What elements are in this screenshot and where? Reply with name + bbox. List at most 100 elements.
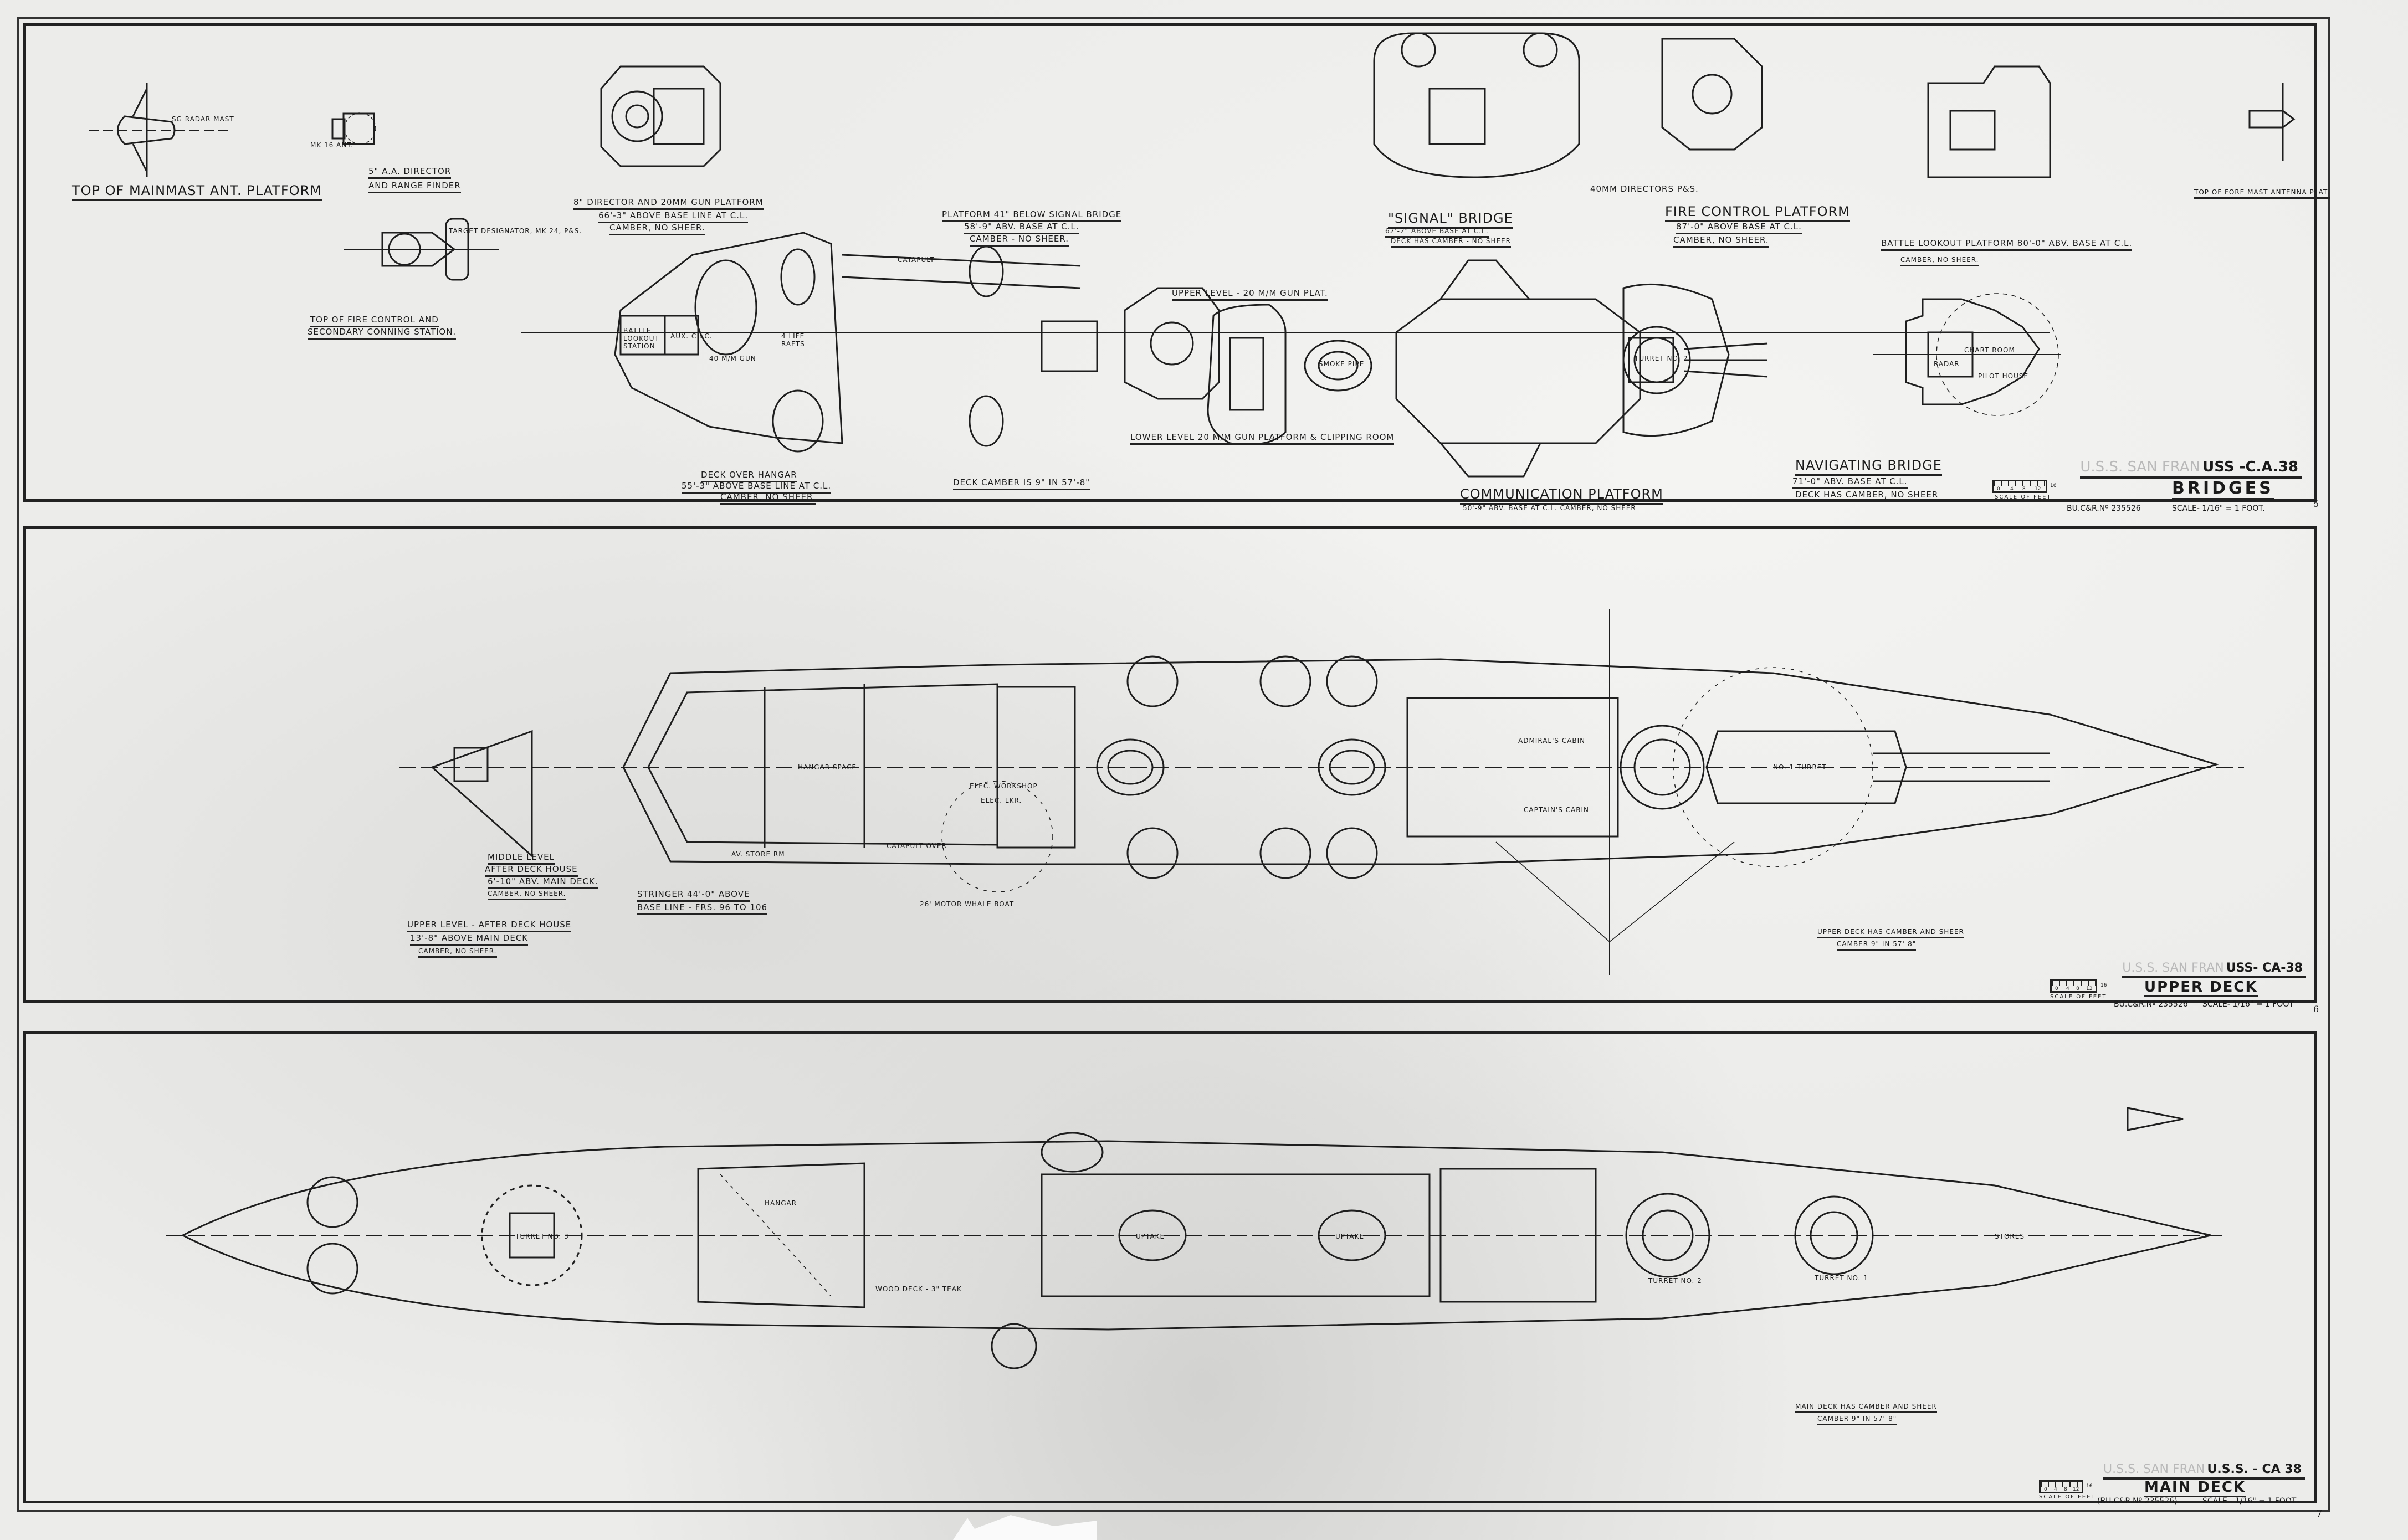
label-platform-camber: CAMBER - NO SHEER.: [970, 234, 1069, 247]
faded-ship-name: U.S.S. SAN FRAN: [2103, 1462, 2205, 1476]
label-middle-height: 6'-10" ABV. MAIN DECK.: [488, 876, 598, 889]
scale-tick: 4: [2010, 486, 2014, 492]
label-fire-control-platform: FIRE CONTROL PLATFORM: [1665, 204, 1850, 222]
navigating-bridge-drawing: [1873, 293, 2061, 416]
label-stores: STORES: [1995, 1233, 2025, 1240]
label-motor-whale-boat: 26' MOTOR WHALE BOAT: [920, 900, 1015, 908]
bu-number: BU.C&R.Nº 235526: [2114, 1000, 2188, 1009]
label-hangar-space: HANGAR SPACE: [798, 763, 857, 771]
panel-main-deck: [23, 1031, 2317, 1503]
scale-tick: 4: [2066, 986, 2069, 992]
label-catapult-over: CATAPULT OVER: [887, 842, 947, 850]
label-turret-no2: TURRET NO. 2: [1635, 355, 1688, 362]
panel-upper-deck: [23, 526, 2317, 1003]
bu-number: (BU.C&R.Nº 235526): [2097, 1497, 2178, 1506]
label-sg-radar-mast: SG RADAR MAST: [172, 115, 234, 123]
deck-over-hangar-drawing: [521, 232, 2050, 453]
label-mainmast-platform: TOP OF MAINMAST ANT. PLATFORM: [72, 183, 322, 201]
sheet-number: 5: [2313, 499, 2319, 509]
scale-tick: 12: [2073, 1487, 2079, 1492]
label-hangar-camber: CAMBER, NO SHEER.: [720, 492, 816, 505]
label-upper-deck-camber-value: CAMBER 9" IN 57'-8": [1837, 940, 1917, 951]
label-main-deck-camber-note: MAIN DECK HAS CAMBER AND SHEER: [1795, 1403, 1937, 1413]
label-turret-no1-main: TURRET NO. 1: [1815, 1274, 1868, 1282]
label-signal-height: 62'-2" ABOVE BASE AT C.L.: [1385, 227, 1489, 238]
scale-tick: 0: [2044, 1487, 2047, 1492]
scale-text: SCALE - 1/16" = 1 FOOT: [2202, 1497, 2297, 1506]
aa-director-drawing: [331, 112, 376, 145]
label-fcp-camber: CAMBER, NO SHEER.: [1673, 235, 1769, 248]
scale-tick: 4: [2054, 1487, 2057, 1492]
label-hangar-height: 55'-3" ABOVE BASE LINE AT C.L.: [682, 481, 832, 494]
label-turret-no2-main: TURRET NO. 2: [1648, 1277, 1702, 1285]
label-deck-over-hangar: DECK OVER HANGAR: [701, 470, 797, 482]
upper-deck-hull-drawing: [399, 609, 2244, 975]
bu-number: BU.C&R.Nº 235526: [2067, 504, 2141, 513]
scale-tick: 12: [2035, 486, 2041, 492]
label-hangar: HANGAR: [765, 1199, 797, 1207]
communication-platform-drawing: [1395, 259, 1768, 478]
label-udh-camber: CAMBER, NO SHEER.: [418, 947, 497, 958]
mainmast-antenna-platform-drawing: [89, 83, 233, 177]
drawing-title: BRIDGES: [2172, 479, 2274, 500]
fire-control-platform-drawing: [1661, 38, 1763, 151]
fore-mast-antenna-drawing: [2248, 83, 2296, 161]
label-upper-level-gun-plat: UPPER LEVEL - 20 M/M GUN PLAT.: [1172, 288, 1328, 301]
label-elec-lkr: ELEC. LKR.: [981, 797, 1022, 804]
label-nav-height: 71'-0" ABV. BASE AT C.L.: [1792, 476, 1908, 489]
label-catapult: CATAPULT: [898, 256, 935, 264]
faded-ship-name: U.S.S. SAN FRAN: [2080, 459, 2201, 475]
label-fcp-height: 87'-0" ABOVE BASE AT C.L.: [1676, 222, 1802, 234]
scale-tick: 8: [2064, 1487, 2067, 1492]
scale-tick: 16: [2086, 1483, 2093, 1489]
scale-tick: 12: [2086, 986, 2093, 992]
label-40mm-gun: 40 M/M GUN: [709, 355, 756, 362]
scale-caption: SCALE OF FEET: [2050, 994, 2107, 1000]
sheet-number: 6: [2313, 1004, 2319, 1014]
scale-bar-bridges: 0 4 8 12 16: [1992, 480, 2056, 493]
label-aux-cic: AUX. C.I.C.: [670, 332, 713, 340]
faded-ship-name: U.S.S. SAN FRAN: [2122, 961, 2224, 975]
label-middle-level: MIDDLE LEVEL: [488, 852, 555, 865]
label-battle-lookout-station: BATTLE LOOKOUT STATION: [623, 327, 659, 350]
label-deck-camber: DECK CAMBER IS 9" IN 57'-8": [953, 478, 1090, 490]
label-navigating-bridge: NAVIGATING BRIDGE: [1795, 458, 1942, 476]
label-platform-height: 58'-9" ABV. BASE AT C.L.: [964, 222, 1079, 234]
label-uptake-aft: UPTAKE: [1136, 1233, 1165, 1240]
ship-hull-number: U.S.S. - CA 38: [2207, 1462, 2302, 1476]
scale-tick: 16: [2050, 483, 2057, 489]
label-director-platform: 8" DIRECTOR AND 20MM GUN PLATFORM: [573, 197, 764, 210]
fire-control-station-drawing: [344, 218, 499, 281]
label-battle-lookout-platform: BATTLE LOOKOUT PLATFORM 80'-0" ABV. BASE…: [1881, 238, 2133, 251]
label-fire-control: TOP OF FIRE CONTROL AND: [310, 315, 439, 327]
label-stringer: STRINGER 44'-0" ABOVE: [637, 889, 750, 902]
director-platform-drawing: [600, 65, 721, 167]
label-smoke-pipe: SMOKE PIPE: [1319, 360, 1365, 368]
label-captains-cabin: CAPTAIN'S CABIN: [1524, 806, 1590, 814]
panel-bridges: [23, 23, 2317, 502]
label-platform-below-signal: PLATFORM 41" BELOW SIGNAL BRIDGE: [942, 209, 1122, 222]
scale-text: SCALE- 1/16" = 1 FOOT.: [2172, 504, 2265, 513]
label-radar: RADAR: [1934, 360, 1960, 368]
signal-platform-drawing: [1041, 287, 1372, 445]
signal-bridge-drawing: [1373, 32, 1580, 178]
label-director-camber: CAMBER, NO SHEER.: [609, 223, 705, 235]
ship-hull-number: USS -C.A.38: [2202, 459, 2298, 475]
scale-tick: 8: [2076, 986, 2079, 992]
scale-tick: 16: [2100, 983, 2107, 988]
label-middle-deck-house: AFTER DECK HOUSE: [485, 864, 578, 877]
label-mk16-ant: MK 16 ANT.: [310, 141, 354, 149]
label-fore-mast-antenna: TOP OF FORE MAST ANTENNA PLAT.: [2194, 188, 2330, 199]
sheet-border: [17, 17, 2330, 1512]
label-blp-camber: CAMBER, NO SHEER.: [1900, 256, 1979, 266]
label-director-height: 66'-3" ABOVE BASE LINE AT C.L.: [598, 211, 749, 223]
label-comm-height: 50'-9" ABV. BASE AT C.L. CAMBER, NO SHEE…: [1463, 504, 1636, 512]
label-signal-camber: DECK HAS CAMBER - NO SHEER: [1391, 237, 1511, 248]
label-middle-camber: CAMBER, NO SHEER.: [488, 890, 566, 900]
label-range-finder: AND RANGE FINDER: [368, 181, 461, 193]
